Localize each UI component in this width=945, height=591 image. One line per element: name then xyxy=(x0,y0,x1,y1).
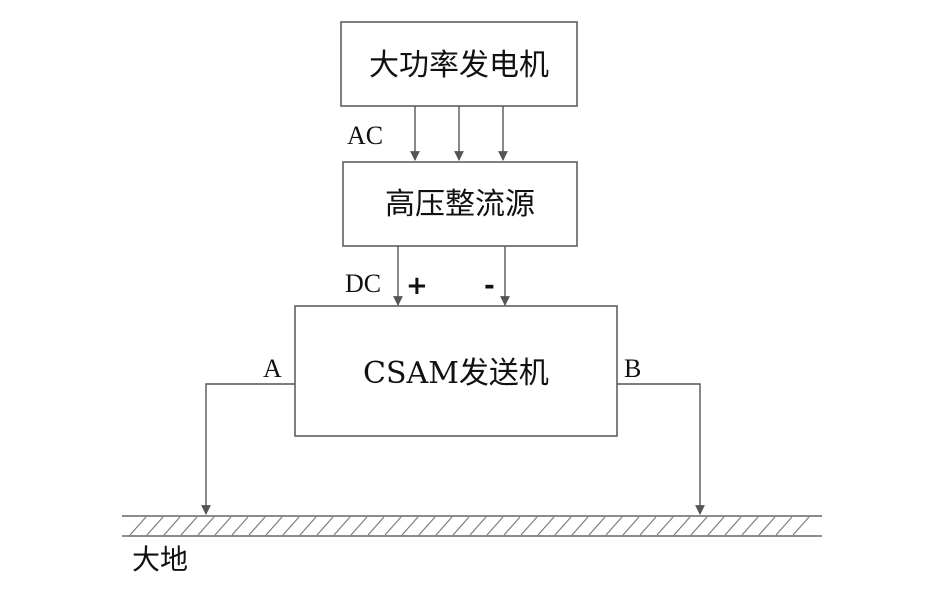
electrode-a-wire xyxy=(201,383,295,515)
transmitter-label: CSAM发送机 xyxy=(363,356,549,391)
ground-hatch-line xyxy=(537,516,555,536)
ground-hatch-line xyxy=(469,516,487,536)
ground-hatch-line xyxy=(418,516,436,536)
ground-hatch-line xyxy=(775,516,793,536)
ground-hatch-line xyxy=(486,516,504,536)
ground-hatch-line xyxy=(231,516,249,536)
ground-hatch-line xyxy=(197,516,215,536)
ground-hatch-line xyxy=(707,516,725,536)
ground-hatch-line xyxy=(129,516,147,536)
ground-hatch-line xyxy=(163,516,181,536)
ground-hatch-line xyxy=(367,516,385,536)
ground-hatch-line xyxy=(605,516,623,536)
ground-hatch-line xyxy=(520,516,538,536)
ground-hatch-line xyxy=(503,516,521,536)
ground-hatch-line xyxy=(758,516,776,536)
ground-hatch-line xyxy=(401,516,419,536)
ground-hatch-line xyxy=(265,516,283,536)
ground-hatching xyxy=(129,516,810,536)
ac-label: AC xyxy=(347,121,383,150)
ground-hatch-line xyxy=(639,516,657,536)
ground-hatch-line xyxy=(299,516,317,536)
ground-surface xyxy=(122,515,822,537)
ground-hatch-line xyxy=(248,516,266,536)
ground-hatch-line xyxy=(452,516,470,536)
rectifier-box xyxy=(342,161,578,247)
terminal-b-label: B xyxy=(624,354,641,383)
ground-hatch-line xyxy=(690,516,708,536)
ground-hatch-line xyxy=(146,516,164,536)
dc-label: DC xyxy=(345,269,381,298)
ground-hatch-line xyxy=(214,516,232,536)
ground-hatch-line xyxy=(622,516,640,536)
ground-hatch-line xyxy=(350,516,368,536)
ground-hatch-line xyxy=(588,516,606,536)
ground-label: 大地 xyxy=(132,543,188,576)
ground-hatch-line xyxy=(656,516,674,536)
generator-label: 大功率发电机 xyxy=(369,48,549,83)
ground-hatch-line xyxy=(673,516,691,536)
ground-hatch-line xyxy=(554,516,572,536)
generator-box xyxy=(340,21,578,107)
plus-label: + xyxy=(406,271,428,301)
ground-hatch-line xyxy=(435,516,453,536)
ground-hatch-line xyxy=(333,516,351,536)
ground-hatch-line xyxy=(571,516,589,536)
transmitter-box xyxy=(294,305,618,437)
ground-hatch-line xyxy=(724,516,742,536)
ground-hatch-line xyxy=(282,516,300,536)
terminal-a-label: A xyxy=(263,354,282,383)
ground-hatch-line xyxy=(741,516,759,536)
ground-hatch-line xyxy=(316,516,334,536)
electrode-b-wire xyxy=(617,383,705,515)
ground-hatch-line xyxy=(180,516,198,536)
ground-hatch-line xyxy=(384,516,402,536)
rectifier-label: 高压整流源 xyxy=(385,187,535,222)
minus-label: - xyxy=(484,271,495,301)
ground-hatch-line xyxy=(792,516,810,536)
